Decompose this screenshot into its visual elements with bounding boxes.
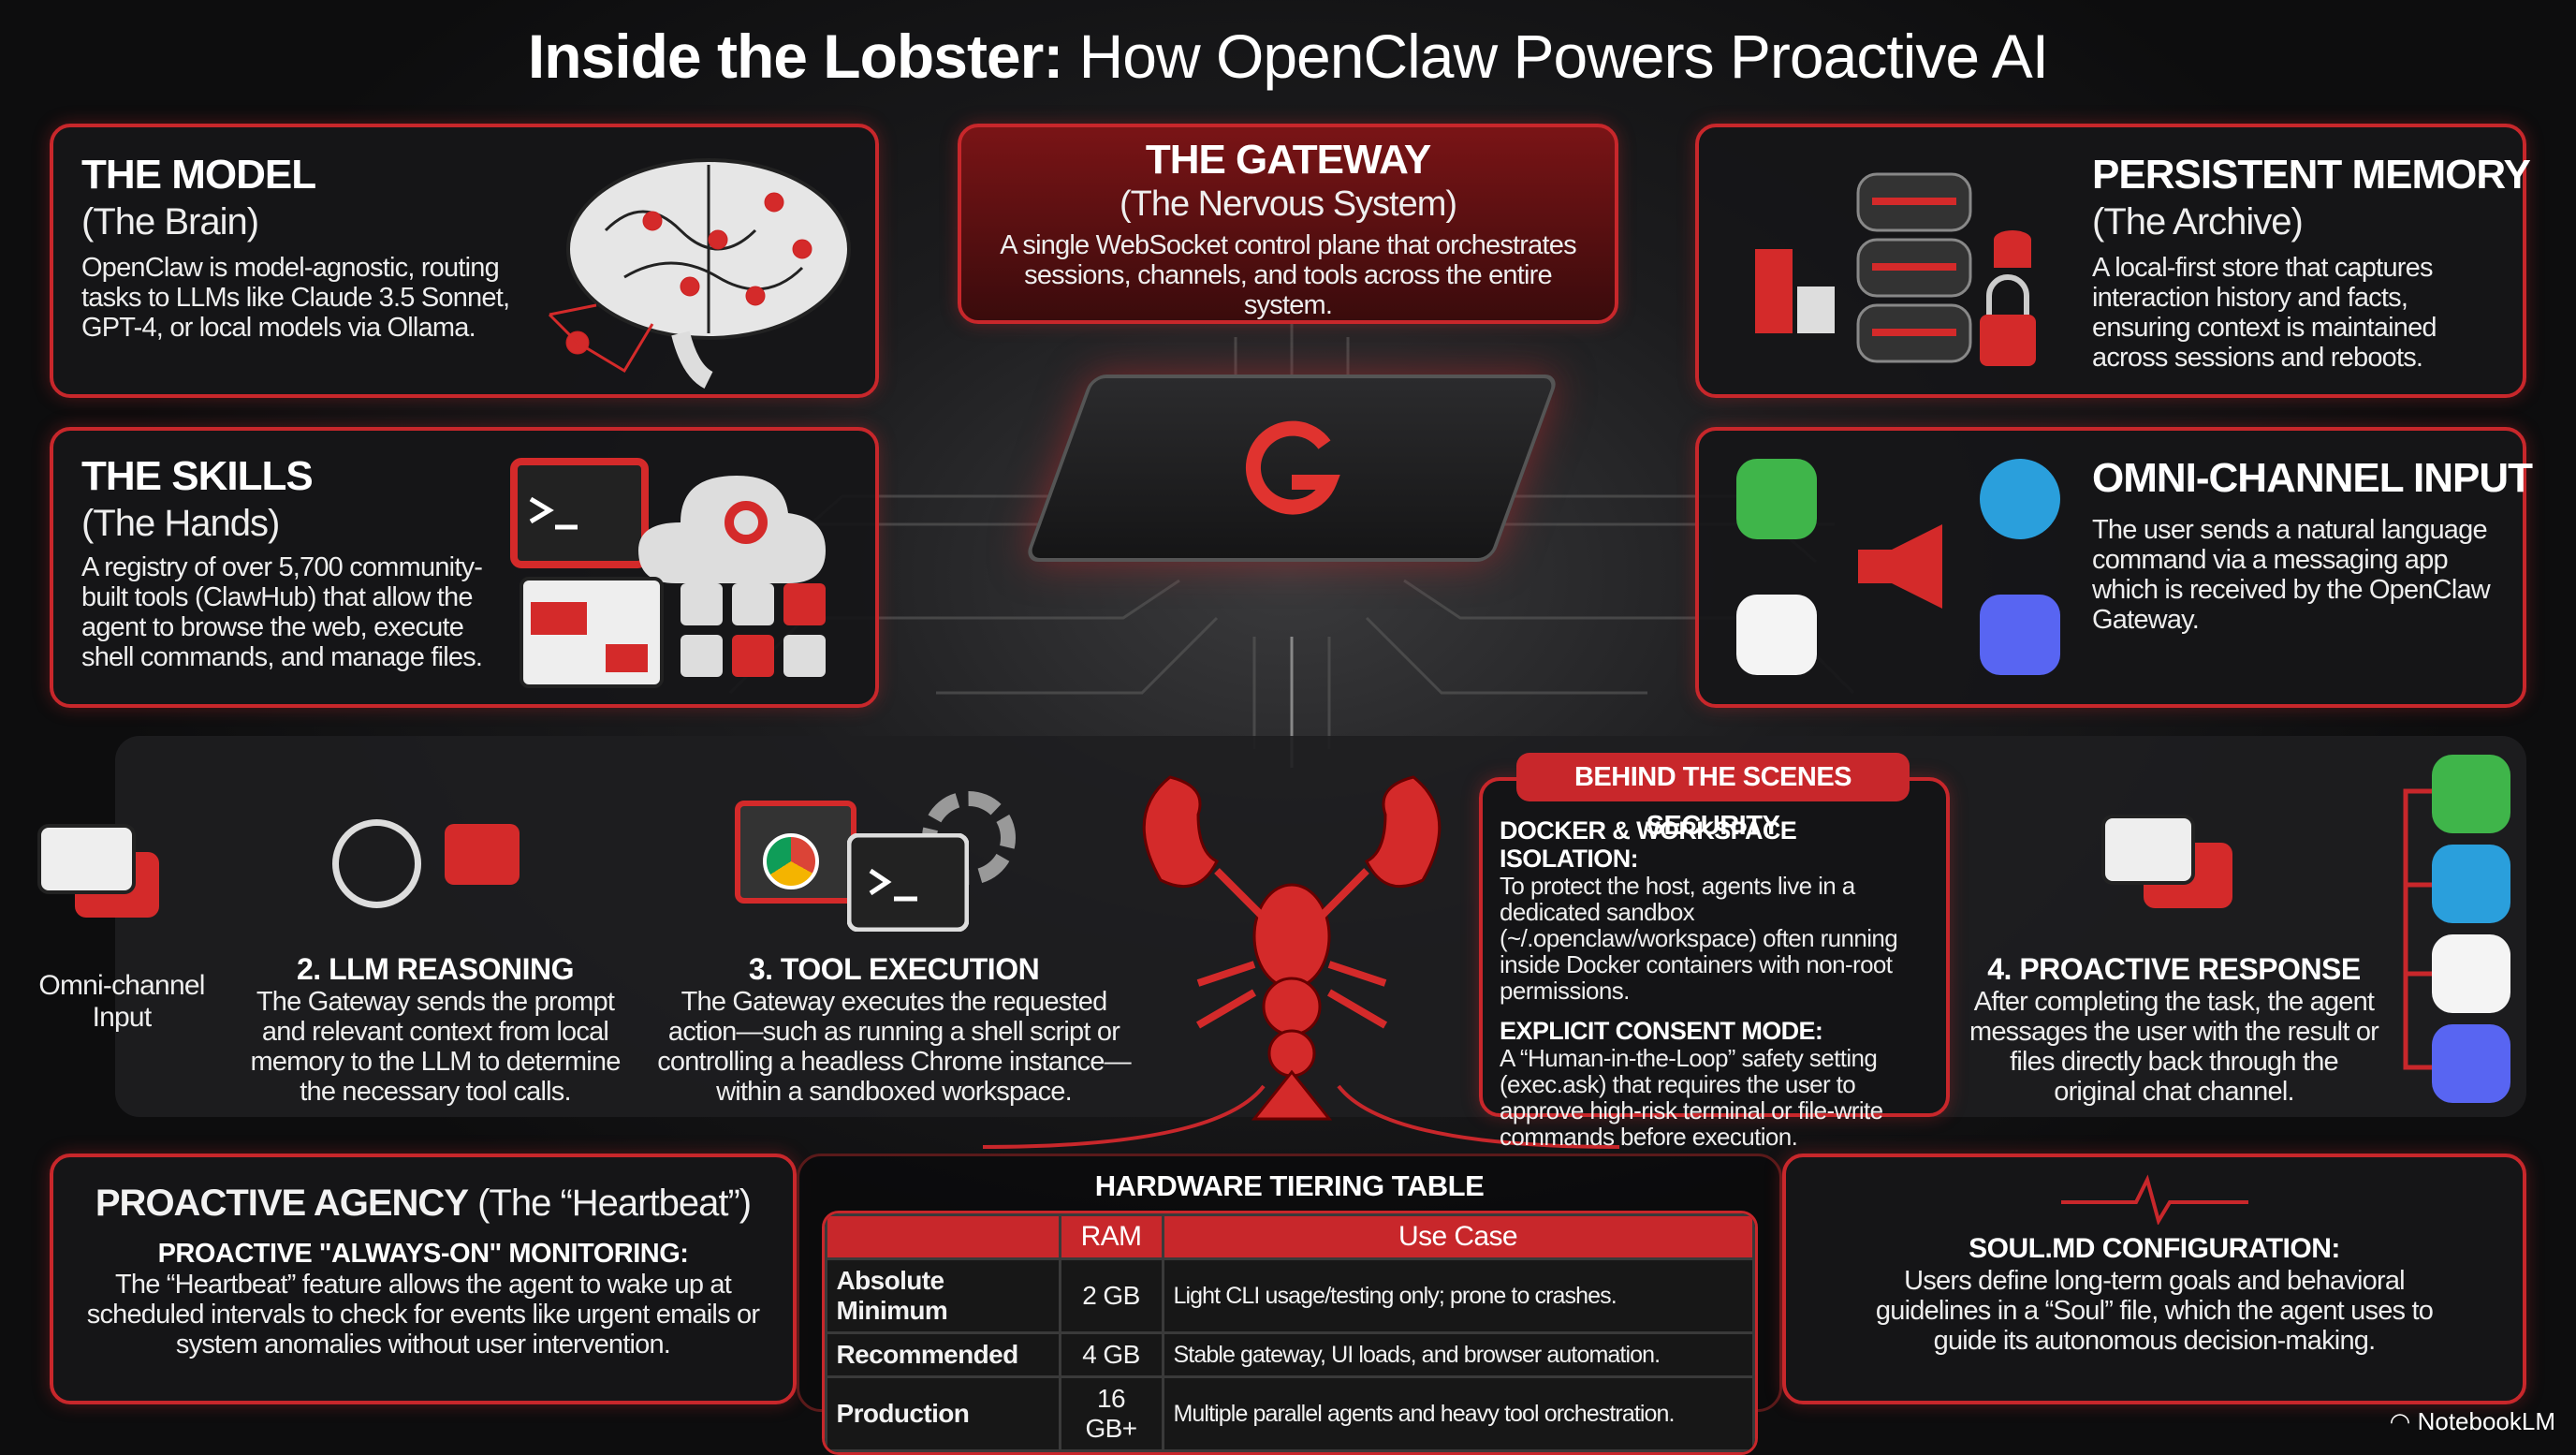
security-tab: BEHIND THE SCENES SECURITY <box>1516 753 1910 841</box>
agency-heading: PROACTIVE AGENCY (The “Heartbeat”) <box>95 1183 752 1224</box>
database-lock-icon <box>1755 172 2036 366</box>
security-docker-heading: DOCKER & WORKSPACE ISOLATION: <box>1500 816 1797 873</box>
memory-subheading: (The Archive) <box>2092 201 2304 242</box>
omni-description: The user sends a natural language comman… <box>2092 515 2491 635</box>
tier-cell: Production <box>824 1375 1061 1452</box>
security-card: DOCKER & WORKSPACE ISOLATION: To protect… <box>1479 777 1950 1150</box>
proactive-agency-card: PROACTIVE AGENCY (The “Heartbeat”) PROAC… <box>50 1154 797 1404</box>
step-proactive-response: 4. PROACTIVE RESPONSE After completing t… <box>1966 951 2382 1107</box>
model-card: THE MODEL (The Brain) OpenClaw is model-… <box>50 124 879 398</box>
lobster-icon <box>1142 775 1442 1121</box>
tool-execution-icon <box>735 791 1034 941</box>
column-header-ram: RAM <box>1058 1213 1164 1260</box>
telegram-icon <box>1980 459 2060 539</box>
tier-cell: Recommended <box>824 1331 1061 1378</box>
ram-cell: 16 GB+ <box>1058 1375 1164 1452</box>
step4-description: After completing the task, the agent mes… <box>1969 987 2379 1107</box>
security-consent-body: A “Human-in-the-Loop” safety setting (ex… <box>1500 1044 1883 1151</box>
ram-cell: 4 GB <box>1058 1331 1164 1378</box>
page-title: Inside the Lobster: How OpenClaw Powers … <box>527 22 2049 91</box>
use-case-cell: Light CLI usage/testing only; prone to c… <box>1161 1257 1755 1334</box>
memory-heading: PERSISTENT MEMORY <box>2092 152 2531 198</box>
step2-heading: 2. LLM REASONING <box>296 952 575 986</box>
hardware-title: HARDWARE TIERING TABLE <box>1094 1169 1485 1202</box>
model-description: OpenClaw is model-agnostic, routing task… <box>81 253 510 343</box>
omni-channel-card: OMNI-CHANNEL INPUT The user sends a natu… <box>1695 427 2533 708</box>
soul-config-card: SOUL.MD CONFIGURATION: Users define long… <box>1782 1154 2526 1404</box>
step3-description: The Gateway executes the requested actio… <box>657 987 1131 1107</box>
brain-icon <box>548 158 851 389</box>
skills-description: A registry of over 5,700 community-built… <box>81 552 483 672</box>
gateway-card: THE GATEWAY (The Nervous System) A singl… <box>958 124 1618 324</box>
use-case-cell: Multiple parallel agents and heavy tool … <box>1161 1375 1755 1452</box>
whatsapp-icon <box>1736 459 1817 539</box>
megaphone-icon <box>1858 524 1942 609</box>
model-subheading: (The Brain) <box>81 201 259 242</box>
agency-description: The “Heartbeat” feature allows the agent… <box>86 1270 760 1359</box>
heartbeat-pulse-icon <box>2060 1174 2248 1225</box>
step-llm-reasoning: 2. LLM REASONING The Gateway sends the p… <box>239 951 632 1107</box>
response-chat-icon <box>2101 815 2242 918</box>
whatsapp-output-icon <box>2432 755 2510 833</box>
model-heading: THE MODEL <box>81 152 316 198</box>
tier-cell: Absolute Minimum <box>824 1257 1061 1334</box>
channel-branch-lines <box>2403 788 2434 1070</box>
omni-channel-input-label: Omni-channel Input <box>38 970 205 1033</box>
chat-bubbles-icon <box>37 824 159 927</box>
step-tool-execution: 3. TOOL EXECUTION The Gateway executes t… <box>651 951 1137 1107</box>
memory-card: PERSISTENT MEMORY (The Archive) A local-… <box>1695 124 2531 398</box>
llm-reasoning-icon <box>332 815 520 918</box>
gateway-subheading: (The Nervous System) <box>1119 184 1457 224</box>
tools-icon-cluster <box>510 458 826 688</box>
heartbeat-connector-lines <box>983 1084 1619 1149</box>
skills-heading: THE SKILLS <box>81 453 314 499</box>
discord-icon <box>1980 595 2060 675</box>
gateway-logo-icon <box>1245 420 1340 515</box>
slack-output-icon <box>2432 934 2510 1013</box>
skills-subheading: (The Hands) <box>81 503 280 544</box>
security-consent-heading: EXPLICIT CONSENT MODE: <box>1500 1017 1823 1045</box>
column-header-tier <box>824 1213 1061 1260</box>
gateway-description: A single WebSocket control plane that or… <box>1000 230 1576 320</box>
omni-heading: OMNI-CHANNEL INPUT <box>2092 455 2533 501</box>
table-header-row: RAM Use Case <box>824 1213 1755 1260</box>
gateway-heading: THE GATEWAY <box>1145 137 1431 183</box>
step2-description: The Gateway sends the prompt and relevan… <box>250 987 621 1107</box>
notebooklm-watermark: ◠ NotebookLM <box>2389 1407 2555 1435</box>
ram-cell: 2 GB <box>1058 1257 1164 1334</box>
soul-heading: SOUL.MD CONFIGURATION: <box>1969 1233 2340 1264</box>
security-content: DOCKER & WORKSPACE ISOLATION: To protect… <box>1500 816 1941 1150</box>
step3-heading: 3. TOOL EXECUTION <box>748 952 1040 986</box>
telegram-output-icon <box>2432 845 2510 923</box>
soul-description: Users define long-term goals and behavio… <box>1875 1266 2434 1356</box>
column-header-use-case: Use Case <box>1161 1213 1755 1260</box>
slack-icon <box>1736 595 1817 675</box>
skills-card: THE SKILLS (The Hands) A registry of ove… <box>50 427 879 708</box>
discord-output-icon <box>2432 1024 2510 1103</box>
hardware-panel: HARDWARE TIERING TABLE RAM Use Case Abso… <box>797 1154 1782 1455</box>
step4-heading: 4. PROACTIVE RESPONSE <box>1987 952 2361 986</box>
notebooklm-logo-icon: ◠ <box>2389 1407 2418 1435</box>
memory-description: A local-first store that captures intera… <box>2092 253 2437 373</box>
agency-subheading: PROACTIVE "ALWAYS-ON" MONITORING: <box>157 1239 689 1269</box>
security-docker-body: To protect the host, agents live in a de… <box>1500 872 1898 1005</box>
use-case-cell: Stable gateway, UI loads, and browser au… <box>1161 1331 1755 1378</box>
